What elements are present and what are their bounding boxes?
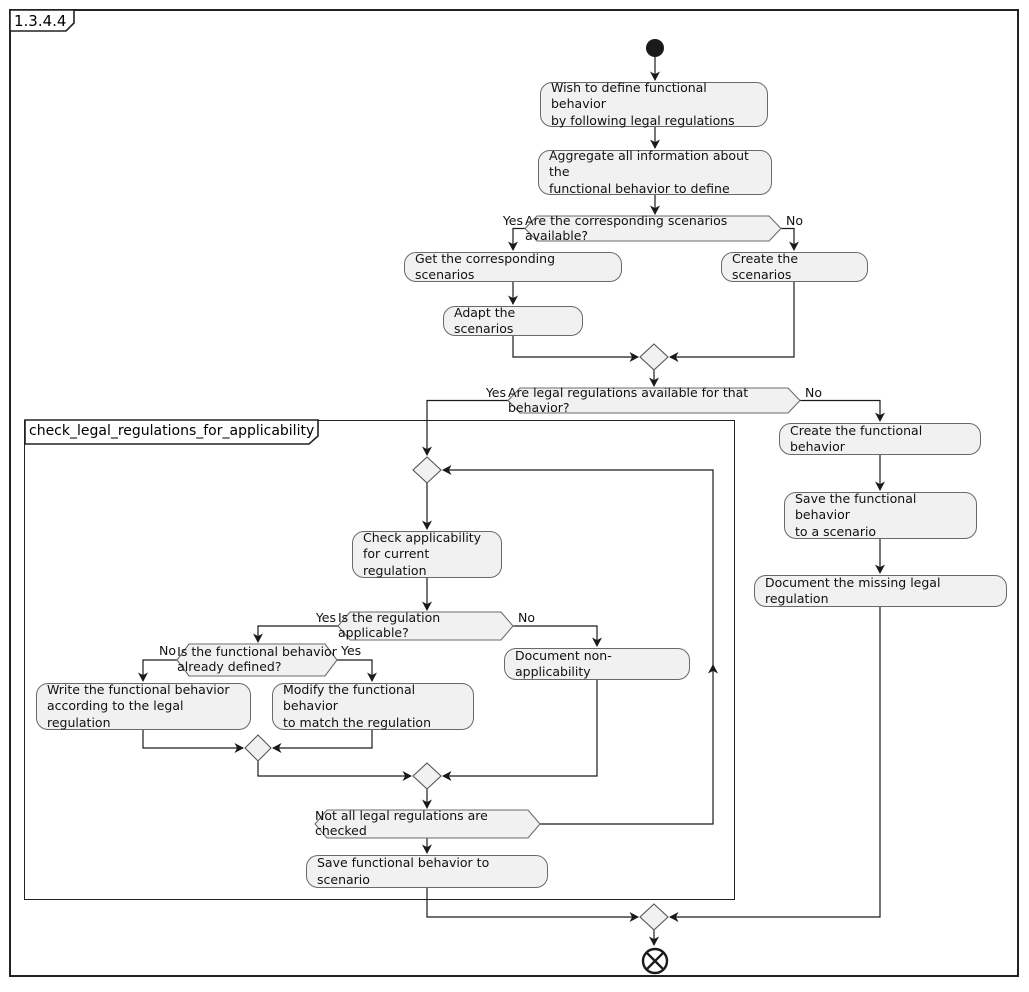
activity-create-functional-behavior: Create the functional behavior [779, 423, 981, 455]
activity-get-scenarios: Get the corresponding scenarios [404, 251, 622, 282]
edge-decision3-no [513, 625, 602, 647]
edge-decision1-yes [508, 227, 525, 251]
edge-decision5-loopback-lower [540, 664, 718, 825]
outer-frame [9, 9, 1019, 977]
branch-yes-regulation-applicable: Yes [315, 610, 336, 625]
activity-write-functional-behavior: Write the functional behavior according … [36, 682, 251, 730]
end-node [641, 947, 669, 975]
activity-check-applicability: Check applicability for current regulati… [352, 530, 502, 578]
frame-tab [9, 9, 75, 32]
edge-modify-merge3 [272, 730, 373, 753]
activity-save-fb-to-scenario: Save the functional behavior to a scenar… [784, 491, 977, 539]
edge-decision3-yes [253, 625, 338, 643]
branch-yes-regulations-available: Yes [485, 385, 506, 400]
edge-document-merge5 [669, 607, 881, 922]
activity-document-missing-regulation: Document the missing legal regulation [754, 575, 1007, 607]
activity-save-fb-scenario: Save functional behavior to scenario [306, 855, 548, 888]
edge-decision4-yes [337, 659, 377, 682]
frame-title: 1.3.4.4 [14, 12, 67, 30]
activity-document-non-applicability: Document non-applicability [504, 648, 690, 680]
start-node [646, 39, 664, 57]
merge-diamond-final [639, 903, 669, 931]
decision-legal-regulations-available-shape [507, 387, 801, 414]
branch-no-scenarios: No [786, 213, 803, 228]
edge-adapt-merge1 [512, 336, 639, 362]
edge-docna-merge4 [442, 680, 598, 781]
branch-yes-scenarios: Yes [502, 213, 523, 228]
decision-scenarios-available-shape [524, 215, 782, 242]
activity-create-scenarios: Create the scenarios [721, 251, 868, 282]
edge-decision4-no [138, 659, 177, 682]
edge-decision2-yes [422, 399, 508, 456]
activity-wish-define-behavior: Wish to define functional behavior by fo… [540, 80, 768, 128]
branch-yes-fb-defined: Yes [341, 643, 362, 658]
decision-not-all-checked-shape [314, 809, 541, 839]
branch-no-regulation-applicable: No [518, 610, 535, 625]
merge-diamond-loop-top [412, 456, 442, 484]
decision-fb-already-defined-shape [176, 643, 338, 677]
activity-adapt-scenarios: Adapt the scenarios [443, 305, 583, 336]
edge-savefb-merge5 [426, 888, 639, 922]
edge-write-merge3 [142, 730, 244, 753]
branch-no-fb-defined: No [159, 643, 176, 658]
edge-decision1-no [781, 227, 799, 251]
merge-diamond-write-modify [244, 734, 272, 762]
merge-diamond-applicability [412, 762, 442, 790]
partition-tab [24, 419, 319, 445]
edge-create-merge1 [669, 282, 795, 362]
decision-regulation-applicable-shape [337, 611, 514, 641]
partition-check-legal-regulations [24, 420, 735, 900]
partition-title: check_legal_regulations_for_applicabilit… [29, 423, 315, 439]
activity-aggregate-information: Aggregate all information about the func… [538, 148, 772, 196]
edge-merge3-merge4 [257, 761, 412, 781]
merge-diamond-scenarios [639, 343, 669, 371]
edge-decision5-loopback-upper [442, 465, 714, 665]
edge-decision2-no [800, 399, 885, 422]
activity-modify-functional-behavior: Modify the functional behavior to match … [272, 682, 474, 730]
branch-no-regulations-available: No [805, 385, 822, 400]
